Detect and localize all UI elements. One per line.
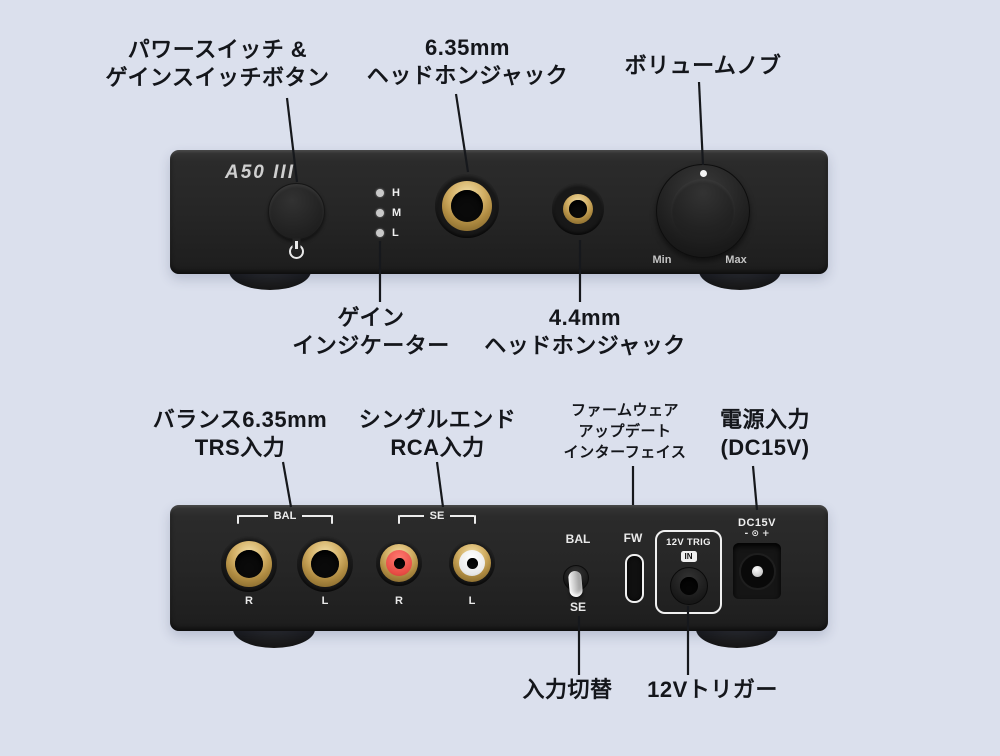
annotation-single-end-rca: シングルエンド RCA入力 bbox=[330, 406, 545, 462]
dc-input-label: DC15V bbox=[738, 517, 776, 529]
annotation-balanced-trs: バランス6.35mm TRS入力 bbox=[125, 406, 355, 462]
annotation-volume-knob: ボリュームノブ bbox=[605, 52, 801, 80]
knob-position-dot bbox=[699, 170, 707, 177]
annotation-line: TRS入力 bbox=[194, 435, 286, 460]
annotation-input-switch: 入力切替 bbox=[505, 676, 630, 704]
annotation-line: ゲイン bbox=[337, 305, 405, 330]
annotation-line: 6.35mm bbox=[425, 35, 510, 60]
annotation-line: アップデート bbox=[578, 423, 672, 440]
annotation-line: 12Vトリガー bbox=[647, 677, 778, 702]
annotation-44-jack: 4.4mm ヘッドホンジャック bbox=[470, 304, 700, 360]
gain-led-low bbox=[376, 229, 384, 237]
annotation-power-input: 電源入力 (DC15V) bbox=[695, 406, 835, 462]
trs-input-left bbox=[297, 536, 353, 592]
annotation-line: RCA入力 bbox=[390, 435, 485, 460]
power-button bbox=[268, 183, 325, 240]
brand-logo: A50 III bbox=[225, 162, 295, 183]
leader-line bbox=[435, 461, 445, 508]
volume-min-label: Min bbox=[652, 254, 672, 266]
volume-knob bbox=[656, 164, 750, 258]
headphone-jack-635 bbox=[435, 174, 499, 238]
front-panel: A50 III H M L Min Max bbox=[170, 150, 828, 274]
annotation-line: ヘッドホンジャック bbox=[366, 63, 569, 88]
trs-input-right bbox=[221, 536, 277, 592]
jack-channel-label: R bbox=[395, 595, 403, 607]
annotation-power-switch: パワースイッチ & ゲインスイッチボタン bbox=[65, 36, 370, 92]
volume-max-label: Max bbox=[725, 254, 747, 266]
bal-group-bracket: BAL bbox=[237, 511, 334, 525]
jack-channel-label: L bbox=[321, 595, 329, 607]
annotation-firmware: ファームウェア アップデート インターフェイス bbox=[545, 400, 705, 463]
toggle-se-label: SE bbox=[569, 600, 586, 614]
headphone-jack-44 bbox=[552, 183, 604, 235]
annotation-12v-trigger: 12Vトリガー bbox=[635, 676, 790, 704]
annotation-635-jack: 6.35mm ヘッドホンジャック bbox=[330, 34, 605, 90]
usb-c-port bbox=[625, 554, 644, 603]
annotation-line: パワースイッチ & bbox=[127, 37, 308, 62]
annotation-line: 4.4mm bbox=[548, 305, 622, 330]
trigger-title: 12V TRIG bbox=[666, 537, 711, 548]
toggle-bal-label: BAL bbox=[565, 532, 591, 546]
gain-led-mid bbox=[376, 209, 384, 217]
dc-center-pin bbox=[751, 565, 763, 577]
annotation-line: ゲインスイッチボタン bbox=[105, 65, 330, 90]
jack-channel-label: R bbox=[245, 595, 253, 607]
annotation-line: 入力切替 bbox=[522, 677, 613, 702]
gain-led-label: M bbox=[392, 207, 402, 219]
annotation-line: ボリュームノブ bbox=[624, 53, 782, 78]
annotation-line: ヘッドホンジャック bbox=[484, 333, 686, 358]
power-icon bbox=[288, 241, 304, 259]
annotation-line: インターフェイス bbox=[563, 444, 687, 461]
trigger-jack bbox=[669, 567, 708, 605]
leader-line bbox=[281, 461, 293, 508]
annotation-line: 電源入力 bbox=[719, 407, 810, 432]
annotation-gain-indicator: ゲイン インジケーター bbox=[280, 304, 462, 360]
annotation-line: シングルエンド bbox=[358, 407, 517, 432]
annotation-line: ファームウェア bbox=[570, 402, 680, 419]
rear-panel: BAL SE R L R L BAL SE FW bbox=[170, 505, 828, 631]
gain-led-high bbox=[376, 189, 384, 197]
annotation-line: インジケーター bbox=[292, 333, 450, 358]
toggle-lever bbox=[567, 570, 584, 598]
trigger-in-badge: IN bbox=[680, 551, 697, 562]
annotation-line: (DC15V) bbox=[720, 435, 810, 460]
gain-led-label: H bbox=[392, 187, 400, 199]
annotation-line: バランス6.35mm bbox=[152, 407, 328, 432]
leader-line bbox=[751, 465, 759, 511]
dc-input-jack bbox=[733, 543, 781, 599]
rca-input-left bbox=[449, 540, 495, 586]
se-group-bracket: SE bbox=[398, 511, 476, 525]
trigger-group: 12V TRIG IN bbox=[655, 530, 722, 614]
bal-group-label: BAL bbox=[273, 510, 297, 522]
center-positive-polarity-icon: - ⊙ + bbox=[744, 529, 770, 539]
firmware-port-label: FW bbox=[623, 531, 643, 545]
gain-led-label: L bbox=[392, 227, 399, 239]
se-group-label: SE bbox=[429, 510, 445, 522]
rca-input-right bbox=[376, 540, 422, 586]
jack-channel-label: L bbox=[468, 595, 476, 607]
